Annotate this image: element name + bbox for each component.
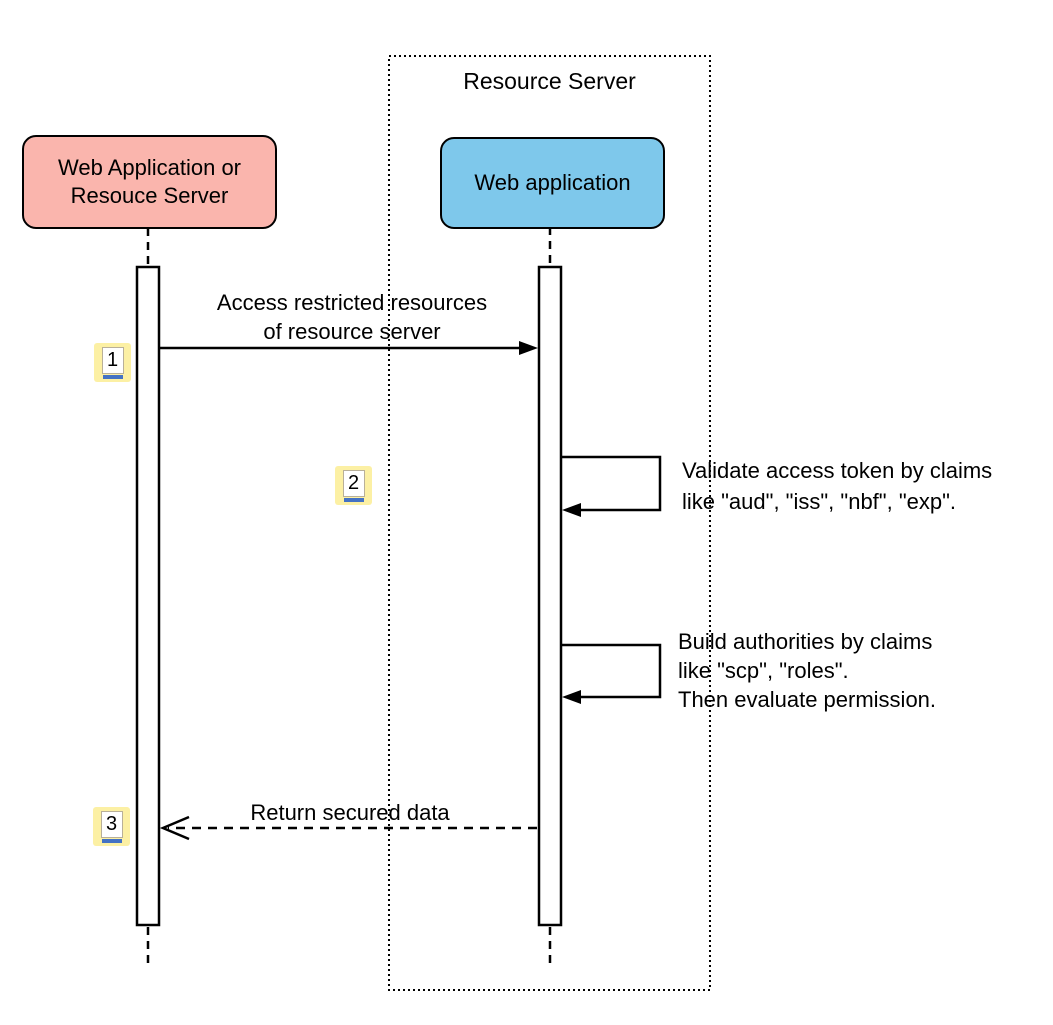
sequence-number-3: 3 xyxy=(100,810,123,838)
sequence-number-2: 2 xyxy=(342,469,365,497)
message3-self-loop xyxy=(561,643,662,699)
sequence-number-2-underline xyxy=(343,497,364,502)
sequence-number-badge-1: 1 xyxy=(94,343,131,382)
message4-open-arrowhead-icon xyxy=(159,815,190,841)
sequence-number-badge-2: 2 xyxy=(335,466,372,505)
message1-arrowhead-icon xyxy=(519,341,538,355)
sequence-number-1-underline xyxy=(102,374,123,379)
message4-label: Return secured data xyxy=(250,800,450,825)
message2-self-loop xyxy=(561,455,662,512)
sequence-number-3-underline xyxy=(101,838,122,843)
message2-label: Validate access token by claims like "au… xyxy=(682,458,993,514)
actor-web-application-or-resource-server: Web Application or Resouce Server xyxy=(22,135,277,229)
sequence-number-1: 1 xyxy=(101,346,124,374)
message1-label: Access restricted resources of resource … xyxy=(216,290,488,344)
server-activation-bar xyxy=(537,265,563,927)
resource-server-frame xyxy=(388,55,711,991)
sequence-number-badge-3: 3 xyxy=(93,807,130,846)
actor-web-application: Web application xyxy=(440,137,665,229)
message2-arrowhead-icon xyxy=(562,503,581,517)
message3-arrowhead-icon xyxy=(562,690,581,704)
resource-server-frame-title: Resource Server xyxy=(463,68,636,94)
message3-label: Build authorities by claims like "scp", … xyxy=(678,629,937,712)
client-activation-bar xyxy=(135,265,161,927)
